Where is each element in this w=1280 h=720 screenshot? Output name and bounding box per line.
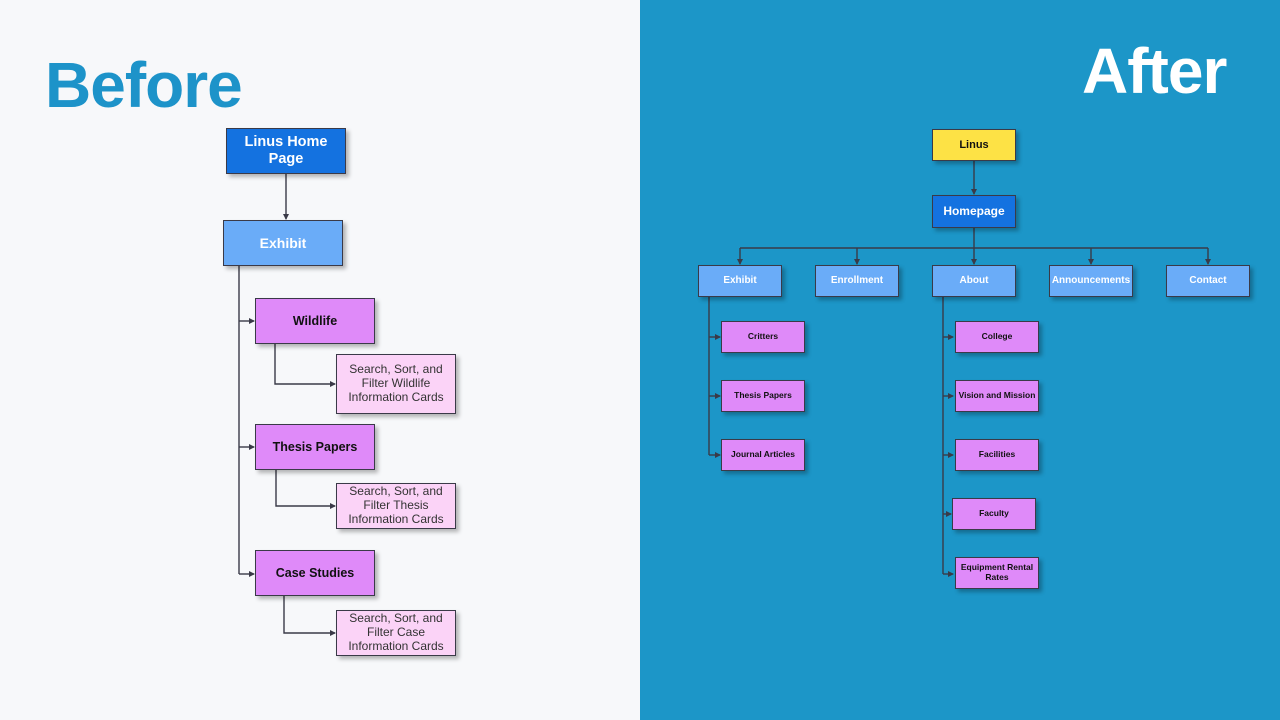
after-exhibit-thesis-label: Thesis Papers [734, 390, 792, 401]
after-exhibit-critters: Critters [721, 321, 805, 353]
after-about-equipment-label: Equipment Rental Rates [960, 562, 1034, 582]
after-section-enrollment: Enrollment [815, 265, 899, 297]
before-thesis-label: Thesis Papers [272, 439, 358, 454]
after-root-label: Linus [959, 138, 989, 151]
before-root-node: Linus Home Page [226, 128, 346, 174]
before-wildlife-node: Wildlife [255, 298, 375, 344]
after-panel [640, 0, 1280, 720]
after-about-faculty: Faculty [952, 498, 1036, 530]
before-thesis-detail-node: Search, Sort, and Filter Thesis Informat… [336, 483, 456, 529]
after-homepage-node: Homepage [932, 195, 1016, 228]
before-wildlife-detail-label: Search, Sort, and Filter Wildlife Inform… [348, 362, 444, 404]
after-exhibit-critters-label: Critters [747, 331, 779, 342]
before-thesis-detail-label: Search, Sort, and Filter Thesis Informat… [348, 484, 444, 526]
after-exhibit-journal: Journal Articles [721, 439, 805, 471]
edge-thesis-detail [275, 470, 336, 509]
before-case-label: Case Studies [275, 565, 355, 580]
after-section-contact: Contact [1166, 265, 1250, 297]
before-exhibit-label: Exhibit [259, 234, 307, 251]
after-exhibit-journal-label: Journal Articles [731, 449, 795, 460]
after-about-equipment: Equipment Rental Rates [955, 557, 1039, 589]
before-panel [0, 0, 640, 720]
after-root-node: Linus [932, 129, 1016, 161]
before-exhibit-node: Exhibit [223, 220, 343, 266]
after-section-exhibit: Exhibit [698, 265, 782, 297]
after-exhibit-thesis: Thesis Papers [721, 380, 805, 412]
after-section-about-label: About [959, 275, 989, 287]
before-thesis-node: Thesis Papers [255, 424, 375, 470]
after-about-college-label: College [981, 331, 1013, 342]
after-section-about: About [932, 265, 1016, 297]
after-about-vision-label: Vision and Mission [958, 390, 1036, 401]
after-section-contact-label: Contact [1189, 275, 1227, 287]
after-section-exhibit-label: Exhibit [723, 275, 757, 287]
before-case-node: Case Studies [255, 550, 375, 596]
after-section-announcements-label: Announcements [1051, 275, 1131, 287]
after-about-facilities-label: Facilities [978, 449, 1016, 460]
after-homepage-label: Homepage [943, 203, 1005, 218]
after-about-vision: Vision and Mission [955, 380, 1039, 412]
after-about-faculty-label: Faculty [979, 508, 1009, 519]
edge-wildlife-detail [274, 344, 336, 387]
before-root-label: Linus Home Page [244, 134, 328, 167]
after-section-announcements: Announcements [1049, 265, 1133, 297]
edge-case-detail [283, 596, 336, 636]
after-heading: After [1082, 35, 1227, 107]
after-about-college: College [955, 321, 1039, 353]
before-wildlife-detail-node: Search, Sort, and Filter Wildlife Inform… [336, 354, 456, 414]
before-wildlife-label: Wildlife [292, 313, 338, 328]
before-case-detail-label: Search, Sort, and Filter Case Informatio… [348, 611, 444, 653]
after-section-enrollment-label: Enrollment [830, 275, 884, 287]
before-case-detail-node: Search, Sort, and Filter Case Informatio… [336, 610, 456, 656]
after-about-facilities: Facilities [955, 439, 1039, 471]
before-heading: Before [45, 49, 243, 121]
